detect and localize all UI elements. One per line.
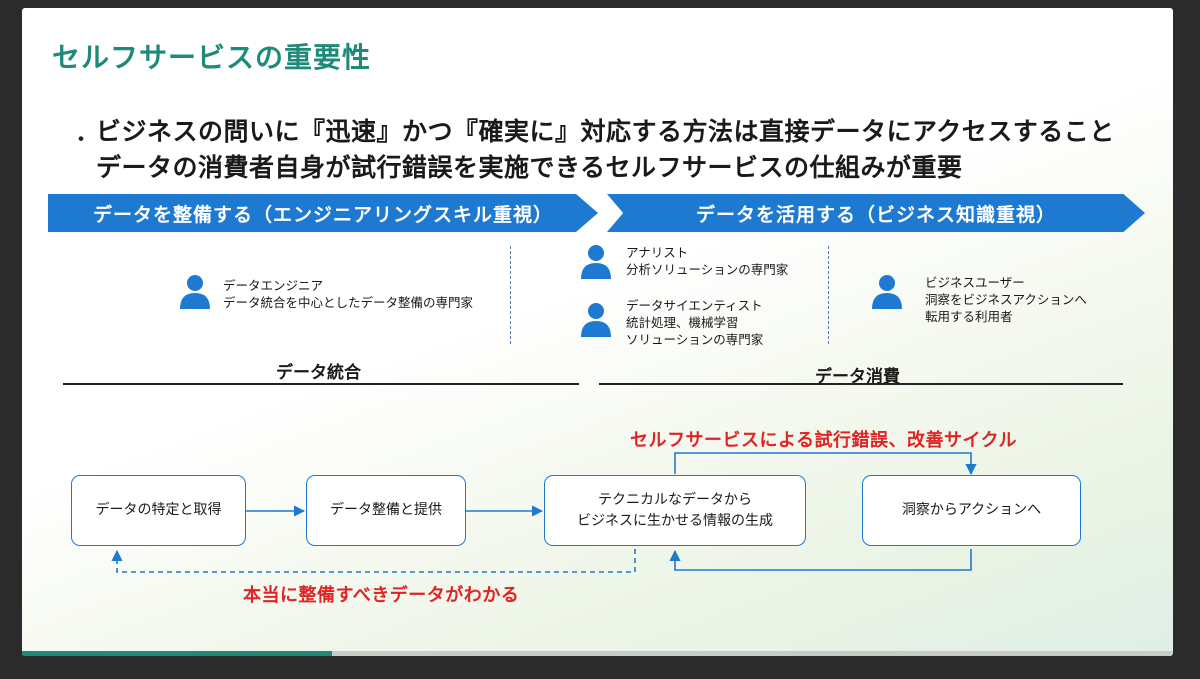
person-icon [872, 275, 902, 309]
role-description: 洞察をビジネスアクションへ [925, 292, 1087, 307]
flow-step-generate-information: テクニカルなデータから ビジネスに生かせる情報の生成 [544, 475, 806, 546]
flow-step-label: データの特定と取得 [95, 502, 222, 518]
role-title: ビジネスユーザー [925, 275, 1025, 290]
footer-bar [332, 651, 1173, 656]
divider-dashed [510, 246, 511, 344]
banner-use-data: データを活用する（ビジネス知識重視） [607, 194, 1145, 232]
flow-step-label: テクニカルなデータから [598, 491, 752, 508]
bullet-line-1: ビジネスの問いに『迅速』かつ『確実に』対応する方法は直接データにアクセスすること [96, 117, 1115, 146]
role-title: データエンジニア [223, 278, 324, 293]
role-description: 転用する利用者 [925, 309, 1013, 324]
role-analyst: アナリスト 分析ソリューションの専門家 [626, 244, 788, 278]
divider-dashed [828, 246, 829, 344]
role-title: アナリスト [626, 245, 689, 260]
role-description: 統計処理、機械学習 [626, 315, 739, 330]
improvement-cycle-label: セルフサービスによる試行錯誤、改善サイクル [630, 430, 1018, 451]
flow-step-identify-acquire: データの特定と取得 [71, 475, 246, 546]
role-data-engineer: データエンジニア データ統合を中心としたデータ整備の専門家 [223, 277, 473, 311]
flow-step-label: ビジネスに生かせる情報の生成 [577, 512, 773, 529]
person-icon [581, 303, 611, 337]
flow-step-label: データ整備と提供 [330, 502, 442, 518]
feedback-label: 本当に整備すべきデータがわかる [243, 585, 520, 606]
banner-prepare-data: データを整備する（エンジニアリングスキル重視） [48, 194, 598, 232]
role-business-user: ビジネスユーザー 洞察をビジネスアクションへ 転用する利用者 [925, 274, 1087, 325]
role-title: データサイエンティスト [626, 298, 763, 313]
section-underline [63, 383, 579, 385]
role-description: 分析ソリューションの専門家 [626, 262, 789, 277]
section-data-consumption: データ消費 [815, 367, 900, 387]
bullet-line-2: データの消費者自身が試行錯誤を実施できるセルフサービスの仕組みが重要 [96, 153, 963, 182]
role-description: ソリューションの専門家 [626, 332, 764, 347]
section-underline [599, 383, 1123, 385]
flow-step-insight-to-action: 洞察からアクションへ [862, 475, 1081, 546]
flow-arrows [111, 452, 977, 573]
role-description: データ統合を中心としたデータ整備の専門家 [223, 295, 474, 310]
section-data-integration: データ統合 [276, 363, 361, 383]
flow-step-prepare-provide: データ整備と提供 [306, 475, 466, 546]
person-icon [581, 245, 611, 279]
footer-accent-bar [22, 651, 332, 656]
role-data-scientist: データサイエンティスト 統計処理、機械学習 ソリューションの専門家 [626, 297, 763, 348]
flow-step-label: 洞察からアクションへ [901, 502, 1042, 518]
slide-title: セルフサービスの重要性 [52, 41, 372, 74]
person-icon [180, 275, 210, 309]
bullet-dot: ・ [70, 128, 93, 153]
slide: セルフサービスの重要性 ・ ビジネスの問いに『迅速』かつ『確実に』対応する方法は… [22, 8, 1173, 656]
